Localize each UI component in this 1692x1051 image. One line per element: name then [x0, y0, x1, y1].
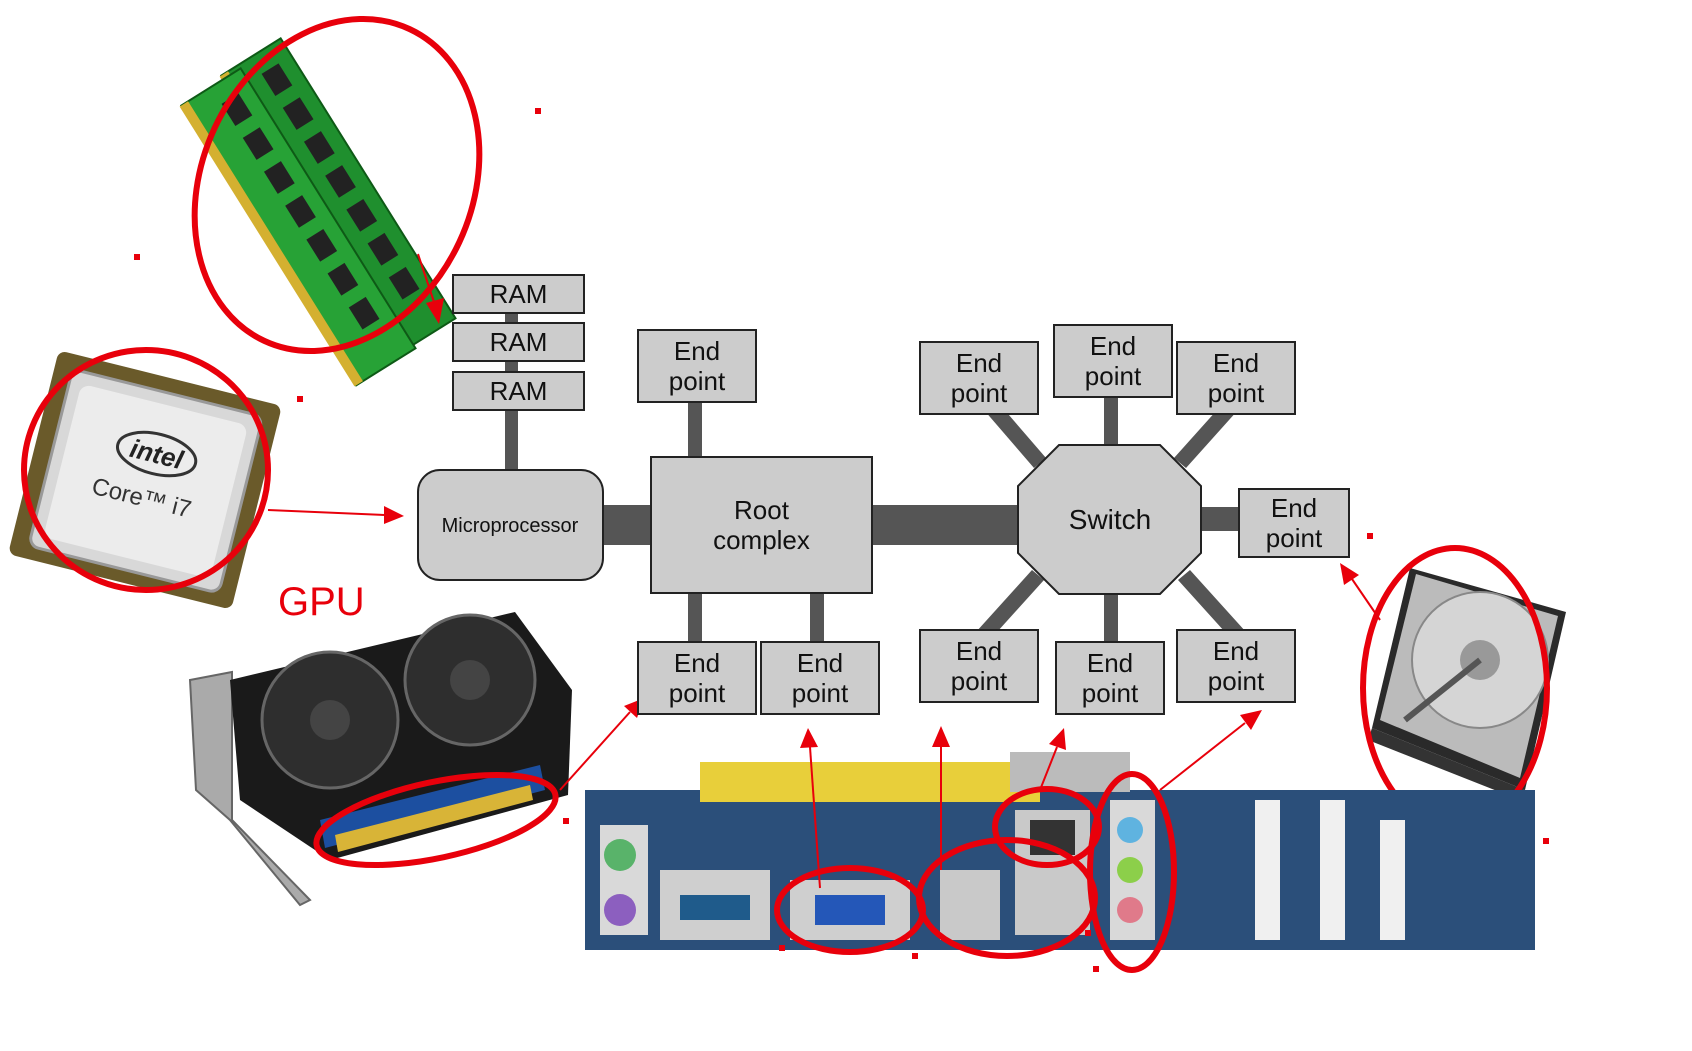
motherboard-io-icon — [585, 752, 1535, 950]
endpoint-label: End point — [950, 348, 1008, 408]
endpoint-switch-bottom-right: End point — [1176, 629, 1296, 703]
endpoint-label: End point — [1207, 348, 1265, 408]
endpoint-switch-top: End point — [1053, 324, 1173, 398]
ram-highlight-ellipse — [191, 16, 483, 354]
ram-label: RAM — [489, 278, 548, 309]
endpoint-switch-top-right: End point — [1176, 341, 1296, 415]
ram-label: RAM — [489, 375, 548, 406]
endpoint-switch-right: End point — [1238, 488, 1350, 558]
endpoint-label: End point — [791, 648, 849, 708]
topology-connectors — [505, 310, 1246, 643]
endpoint-label: End point — [1207, 636, 1265, 696]
usb-ports-highlight-ellipse — [916, 837, 1098, 959]
endpoint-label: End point — [1081, 648, 1139, 708]
endpoint-label: End point — [668, 336, 726, 396]
endpoint-label: End point — [1084, 331, 1142, 391]
microprocessor-label: Microprocessor — [442, 515, 579, 537]
endpoint-label: End point — [1265, 493, 1323, 553]
endpoint-switch-bottom-left: End point — [919, 629, 1039, 703]
microprocessor-box — [417, 469, 604, 581]
endpoint-root-top: End point — [637, 329, 757, 403]
endpoint-switch-top-left: End point — [919, 341, 1039, 415]
red-markers — [134, 108, 1549, 972]
endpoint-root-bottom-right: End point — [760, 641, 880, 715]
cpu-highlight-ellipse — [21, 347, 271, 593]
gpu-connector-highlight-ellipse — [313, 772, 559, 868]
ram-module-icon — [179, 37, 457, 387]
ram-box-3: RAM — [452, 371, 585, 411]
cpu-chip-icon: intel Core™ i7 — [9, 351, 281, 609]
endpoint-switch-bottom: End point — [1055, 641, 1165, 715]
audio-jacks-highlight-ellipse — [1087, 771, 1177, 973]
gpu-label: GPU — [278, 580, 365, 624]
ram-box-1: RAM — [452, 274, 585, 314]
gpu-card-icon — [188, 612, 572, 907]
root-complex-label: Root complex — [713, 495, 810, 555]
switch-box — [1017, 444, 1202, 595]
root-complex-label-box: Root complex — [651, 457, 872, 593]
switch-label: Switch — [1069, 504, 1151, 535]
ethernet-port-highlight-ellipse — [992, 786, 1102, 868]
endpoint-root-bottom-left: End point — [637, 641, 757, 715]
hard-drive-icon — [1368, 568, 1566, 800]
ram-label: RAM — [489, 326, 548, 357]
endpoint-label: End point — [950, 636, 1008, 696]
root-complex-box — [650, 456, 873, 594]
ram-box-2: RAM — [452, 322, 585, 362]
endpoint-label: End point — [668, 648, 726, 708]
